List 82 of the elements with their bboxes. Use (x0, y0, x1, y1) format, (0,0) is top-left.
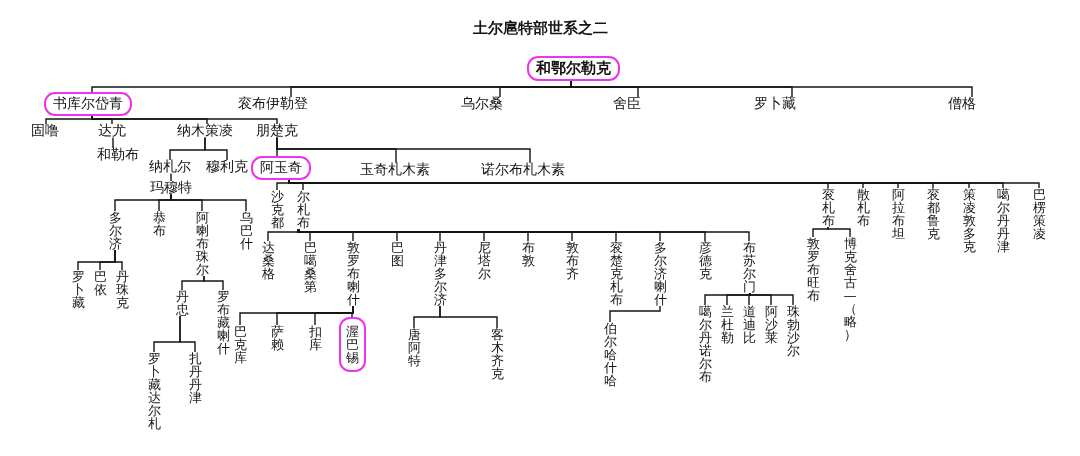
connector-line (827, 226, 851, 238)
diagram-title: 土尔扈特部世系之二 (472, 20, 608, 36)
person-name: 恭布 (152, 211, 166, 237)
person-name: 巴依 (93, 270, 107, 296)
person-name: 多尔济 (108, 211, 122, 250)
person-name: 布苏尔门 (742, 241, 756, 293)
person-name: 固噜 (31, 124, 59, 138)
person-name: 敦罗布旺布 (806, 237, 820, 302)
person-name: 巴克库 (233, 325, 247, 364)
person-name: 罗卜藏 (71, 270, 85, 309)
person-name: 巴楞策凌 (1032, 188, 1046, 240)
connector-line (170, 193, 247, 212)
person-name: 珠勃沙尔 (786, 305, 800, 357)
person-name: 朋楚克 (256, 124, 298, 138)
person-name: 扣库 (308, 325, 322, 351)
person-name: 达桑格 (261, 241, 275, 280)
circled-name: 渥巴锡 (338, 317, 366, 372)
person-name: 巴噶桑第 (303, 241, 317, 293)
person-name: 衮布伊勒登 (238, 97, 308, 111)
connector-line (276, 136, 531, 164)
person-name: 衮札布 (821, 188, 835, 227)
person-name: 噶尔丹丹津 (996, 188, 1010, 253)
person-name: 玉奇札木素 (360, 163, 430, 177)
connector-line (609, 305, 661, 323)
person-name: 噶尔丹诺尔布 (698, 305, 712, 383)
person-name: 纳木策凌 (177, 124, 233, 138)
connector-line (351, 305, 354, 318)
person-name: 客木齐克 (490, 328, 504, 380)
person-name: 罗卜藏 (754, 97, 796, 111)
connector-line (812, 226, 829, 238)
person-name: 穆利克 (206, 160, 248, 174)
person-name: 丹忠 (175, 290, 189, 316)
person-name: 阿沙莱 (764, 305, 778, 344)
person-name: 唐阿特 (407, 328, 421, 367)
connector-line (749, 292, 794, 306)
connector-line (170, 172, 172, 182)
person-name: 尔札布 (296, 190, 310, 229)
person-name: 敦罗布喇什 (346, 241, 360, 306)
person-name: 丹津多尔济 (433, 241, 447, 306)
connector-line (439, 305, 498, 329)
circled-name: 阿玉奇 (251, 156, 311, 180)
person-name: 策凌敦多克 (962, 188, 976, 253)
person-name: 达尤 (98, 124, 126, 138)
person-name: 乌尔桑 (461, 97, 503, 111)
person-name: 罗卜藏达尔札 (147, 352, 161, 430)
person-name: 彦德克 (698, 241, 712, 280)
person-name: 伯尔哈什哈 (603, 322, 617, 387)
person-name: 舍臣 (613, 97, 641, 111)
connector-line (203, 275, 224, 291)
person-name: 阿拉布坦 (891, 188, 905, 240)
person-name: 和勒布 (97, 148, 139, 162)
connector-line (267, 228, 300, 242)
person-name: 衮楚克札布 (609, 241, 623, 306)
person-name: 玛穆特 (150, 181, 192, 195)
person-name: 兰杜勒 (720, 305, 734, 344)
connector-line (204, 136, 228, 161)
person-name: 衮都鲁克 (926, 188, 940, 240)
person-name: 僧格 (948, 97, 976, 111)
connector-line (179, 315, 196, 353)
person-name: 萨赖 (270, 325, 284, 351)
circled-name: 和鄂尔勒克 (526, 55, 620, 81)
person-name: 扎丹丹津 (188, 352, 202, 404)
person-name: 纳札尔 (149, 160, 191, 174)
person-name: 布敦 (521, 241, 535, 267)
person-name: 道迪比 (742, 305, 756, 344)
person-name: 罗布藏喇什 (216, 290, 230, 355)
person-name: 丹珠克 (115, 270, 129, 309)
person-name: 诺尔布札木素 (481, 163, 565, 177)
person-name: 沙克都 (270, 190, 284, 229)
person-name: 阿喇布珠尔 (195, 211, 209, 276)
person-name: 巴图 (390, 241, 404, 267)
person-name: 乌巴什 (239, 211, 253, 250)
person-name: 散札布 (856, 188, 870, 227)
connector-line (112, 136, 114, 149)
circled-name: 书库尔岱青 (44, 92, 132, 116)
person-name: 博克舍古—（略） (843, 237, 857, 341)
connector-line (114, 249, 123, 271)
person-name: 尼塔尔 (477, 241, 491, 280)
connector-line (726, 292, 751, 306)
person-name: 多尔济喇什 (653, 241, 667, 306)
connector-line (748, 292, 751, 306)
person-name: 敦布齐 (565, 241, 579, 280)
